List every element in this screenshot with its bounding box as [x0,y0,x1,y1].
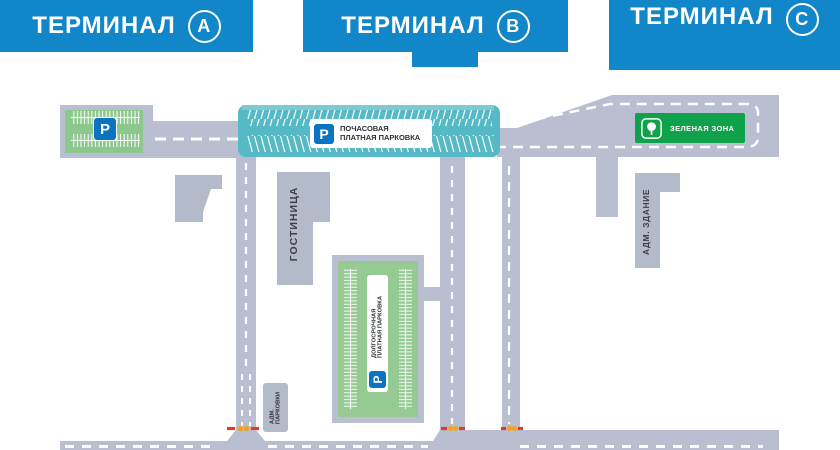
buildings [175,172,680,285]
terminal-b-label: ТЕРМИНАЛ [341,12,485,39]
hourly-parking-label: P ПОЧАСОВАЯ ПЛАТНАЯ ПАРКОВКА [310,119,432,148]
parking-admin-box: АДМ. ПАРКОВКИ [263,383,288,432]
parking-admin-line2: ПАРКОВКИ [275,391,282,424]
gate-v2 [441,426,465,431]
parking-admin-text: АДМ. ПАРКОВКИ [269,391,282,423]
longterm-line2: ПЛАТНАЯ ПАРКОВКА [377,296,384,358]
hourly-line1: ПОЧАСОВАЯ [340,124,389,134]
building-hotel [277,172,330,285]
green-zone-sign: ЗЕЛЕНАЯ ЗОНА [635,113,745,143]
road-markings [65,102,763,448]
green-zone-label: ЗЕЛЕНАЯ ЗОНА [670,123,735,133]
terminal-b-letter: В [496,9,530,43]
gate-v3 [501,426,523,431]
building-admin [635,173,680,268]
longterm-line1: ДОЛГОСРОЧНАЯ [371,308,378,358]
longterm-parking-text: ДОЛГОСРОЧНАЯ ПЛАТНАЯ ПАРКОВКА [371,296,384,358]
terminal-c-label: ТЕРМИНАЛ [630,3,774,30]
terminal-b-banner: ТЕРМИНАЛ В [303,0,568,52]
building-small [175,175,222,222]
terminal-b-canopy [412,52,478,67]
parking-p-sign: P [93,117,117,141]
dash-terminal-c-loop [500,102,760,149]
tree-icon [641,117,662,139]
terminal-a-banner: ТЕРМИНАЛ А [0,0,253,52]
longterm-p-sign: P [369,371,386,388]
hotel-label: ГОСТИНИЦА [288,186,300,262]
parking-admin-line1: АДМ. [269,408,276,424]
hourly-parking-edge [242,105,494,110]
terminal-c-letter: С [785,3,819,36]
terminal-a-label: ТЕРМИНАЛ [32,12,176,39]
road-stub-longterm [420,287,442,301]
terminal-c-banner: ТЕРМИНАЛ С [609,0,840,70]
road-vertical-3 [502,150,520,442]
hourly-line2: ПЛАТНАЯ ПАРКОВКА [340,132,421,142]
terminal-a-letter: А [187,9,221,43]
admin-building-label: АДМ. ЗДАНИЕ [641,188,651,256]
road-fillet [256,430,265,441]
longterm-parking-label: ДОЛГОСРОЧНАЯ ПЛАТНАЯ ПАРКОВКА P [367,275,388,392]
hourly-parking-text: ПОЧАСОВАЯ ПЛАТНАЯ ПАРКОВКА [340,124,421,142]
hourly-p-sign: P [314,123,334,144]
gates [227,425,523,432]
road-fillet [227,430,236,441]
road-stub-admin [596,157,618,217]
road-south [60,430,779,450]
gate-v1 [227,425,259,432]
